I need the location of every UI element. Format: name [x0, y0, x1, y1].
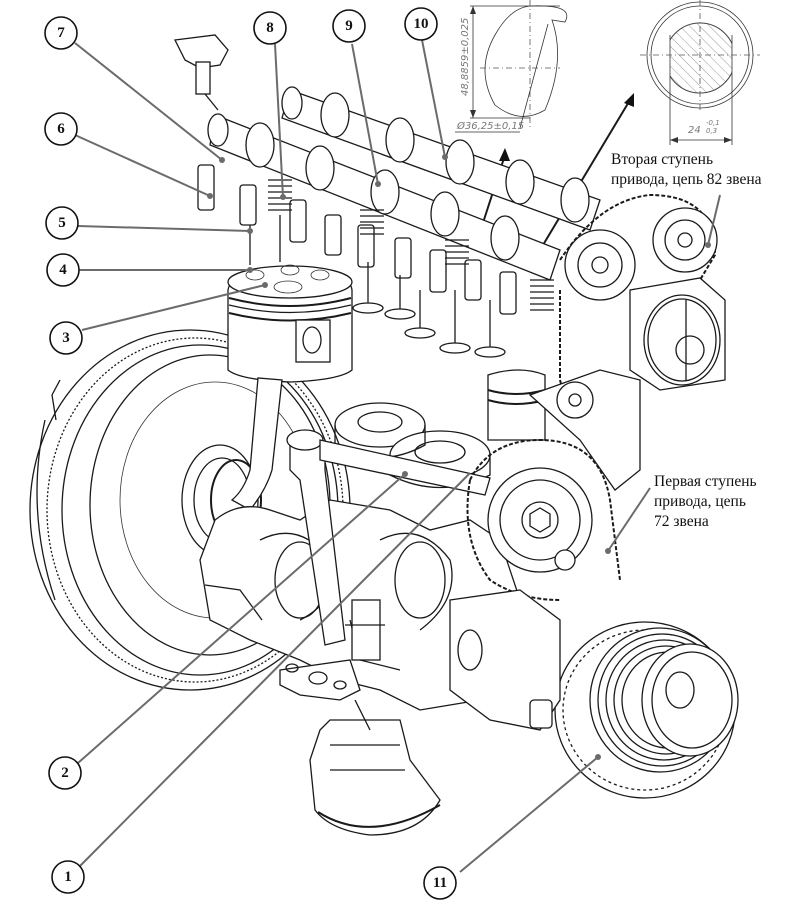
cam-lobe-height-dimension: 48,8859±0,025: [460, 18, 471, 96]
callout-9: 9: [332, 9, 366, 43]
callout-11-number: 11: [433, 875, 447, 891]
cam-lobe-detail-view: 48,8859±0,025 Ø36,25±0,15: [455, 0, 568, 133]
callout-4-number: 4: [59, 262, 67, 278]
shaft-tolerance-upper: -0,1: [706, 119, 720, 127]
callout-8: 8: [253, 11, 287, 45]
timing-chain-drive: [466, 193, 726, 601]
first-stage-line-3: 72 звена: [654, 513, 709, 530]
valve-springs: [268, 179, 554, 311]
oil-pump: [279, 429, 491, 836]
callout-2: 2: [48, 756, 82, 790]
callout-6: 6: [44, 112, 78, 146]
piston-front: [227, 264, 353, 511]
piston-rear: [487, 369, 546, 441]
second-stage-line-2: привода, цепь 82 звена: [611, 171, 762, 188]
callout-4: 4: [46, 253, 80, 287]
callout-11: 11: [423, 866, 457, 900]
callout-3: 3: [49, 321, 83, 355]
first-stage-line-1: Первая ступень: [654, 473, 757, 490]
second-stage-chain-note: Вторая ступень привода, цепь 82 звена: [611, 150, 762, 190]
callout-7-number: 7: [57, 25, 65, 41]
valvetrain: [197, 164, 554, 358]
callout-2-number: 2: [61, 765, 69, 781]
callout-6-number: 6: [57, 121, 65, 137]
callout-10-number: 10: [414, 16, 429, 32]
shaft-section-detail-view: 24 -0,1 0,3: [640, 0, 760, 145]
cam-base-diameter-dimension: Ø36,25±0,15: [456, 120, 524, 132]
leader-lines: [74, 39, 721, 873]
shaft-tolerance-lower: 0,3: [706, 127, 717, 135]
callout-3-number: 3: [62, 330, 70, 346]
second-stage-line-1: Вторая ступень: [611, 151, 714, 168]
callout-5-number: 5: [58, 215, 66, 231]
callout-10: 10: [404, 7, 438, 41]
shaft-width-dimension: 24: [688, 125, 701, 136]
camshafts: [174, 34, 601, 281]
callout-9-number: 9: [345, 18, 353, 34]
callout-7: 7: [44, 16, 78, 50]
callout-1-number: 1: [64, 869, 72, 885]
crankshaft-pulley: [449, 589, 739, 799]
callout-1: 1: [51, 860, 85, 894]
first-stage-line-2: привода, цепь: [654, 493, 746, 510]
callout-8-number: 8: [266, 20, 274, 36]
callout-5: 5: [45, 206, 79, 240]
first-stage-chain-note: Первая ступень привода, цепь 72 звена: [654, 472, 757, 532]
